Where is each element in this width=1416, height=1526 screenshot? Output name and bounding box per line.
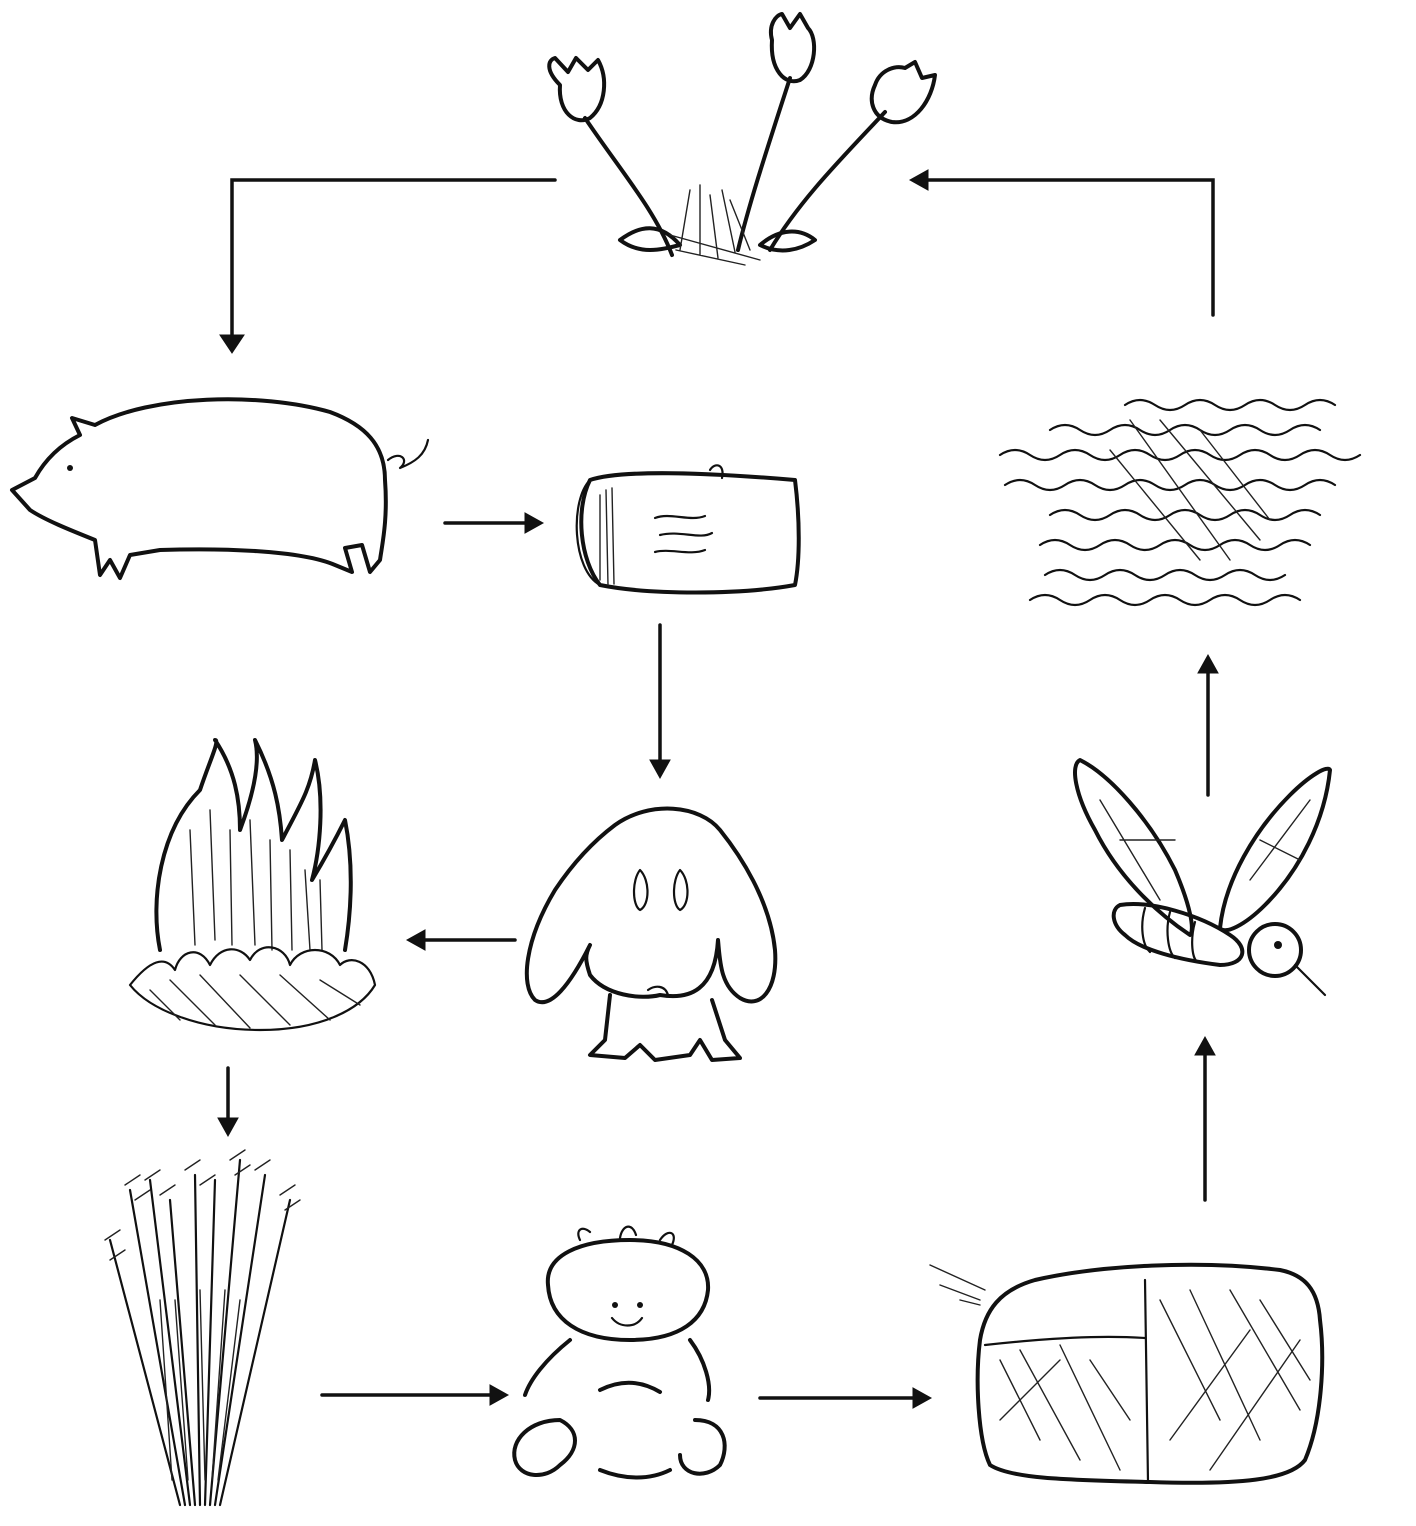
dog-icon <box>527 809 776 1060</box>
water-waves-icon <box>1000 400 1360 605</box>
arrow-bee-to-water <box>1198 655 1218 795</box>
bacon-slab-icon <box>577 465 799 592</box>
bee-icon <box>1075 760 1330 995</box>
arrow-fire-to-wheat <box>218 1068 238 1136</box>
arrow-bacon-to-dog <box>650 625 670 778</box>
wheat-bundle-icon <box>105 1150 300 1505</box>
pig-icon <box>12 399 428 578</box>
fire-icon <box>130 740 375 1030</box>
arrow-baby-to-hay <box>760 1388 931 1408</box>
arrow-wheat-to-baby <box>322 1385 508 1405</box>
arrow-flowers-to-pig <box>220 180 555 353</box>
baby-icon <box>514 1227 724 1478</box>
arrow-hay-to-bee <box>1195 1037 1215 1200</box>
arrow-dog-to-fire <box>407 930 515 950</box>
arrows <box>218 170 1218 1408</box>
arrow-water-to-flowers <box>910 170 1213 315</box>
tulip-flowers-icon <box>549 14 935 265</box>
hay-bale-icon <box>930 1265 1322 1483</box>
arrow-pig-to-bacon <box>445 513 543 533</box>
